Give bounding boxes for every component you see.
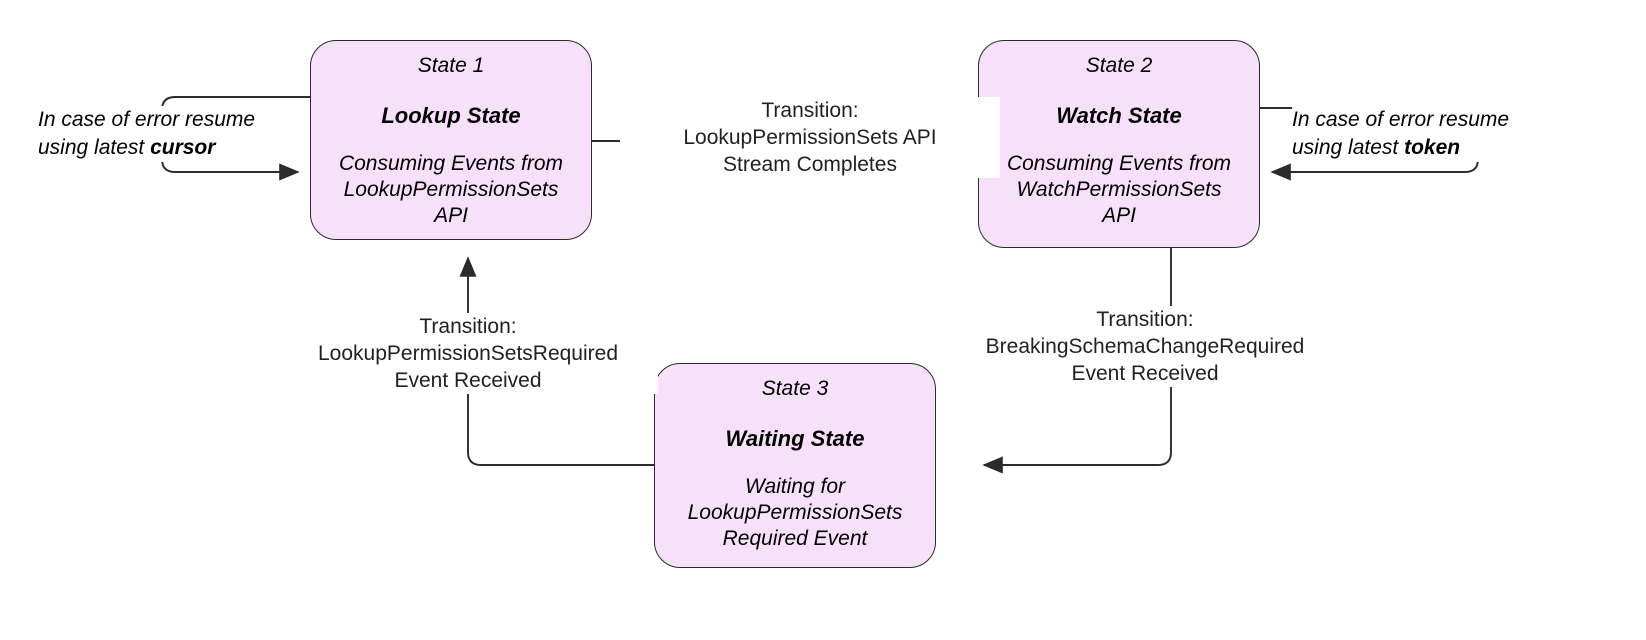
note-token-text: In case of error resume using latest (1292, 108, 1510, 159)
note-cursor-text: In case of error resume using latest (38, 108, 256, 159)
note-token-resume: In case of error resume using latest tok… (1292, 106, 1560, 162)
state-node-lookup[interactable]: State 1 Lookup State Consuming Events fr… (310, 40, 592, 240)
edge-label-lookup-to-watch: Transition: LookupPermissionSets API Str… (620, 97, 1000, 178)
note-token-emphasis: token (1404, 136, 1461, 159)
state-3-title: Waiting State (725, 426, 865, 451)
state-1-description: Consuming Events from LookupPermissionSe… (338, 152, 564, 227)
state-3-description: Waiting for LookupPermissionSets Require… (687, 475, 903, 550)
state-node-watch[interactable]: State 2 Watch State Consuming Events fro… (978, 40, 1260, 248)
state-2-index: State 2 (1085, 54, 1153, 77)
edge-label-watch-to-waiting: Transition: BreakingSchemaChangeRequired… (940, 306, 1350, 387)
note-cursor-resume: In case of error resume using latest cur… (38, 106, 298, 162)
state-2-description: Consuming Events from WatchPermissionSet… (1006, 152, 1232, 227)
edge-waiting-to-lookup (459, 256, 654, 466)
note-cursor-emphasis: cursor (150, 136, 216, 159)
state-1-index: State 1 (417, 54, 485, 77)
state-3-index: State 3 (761, 377, 829, 400)
edge-watch-to-waiting (982, 248, 1172, 474)
state-node-waiting[interactable]: State 3 Waiting State Waiting for Lookup… (654, 363, 936, 568)
state-1-title: Lookup State (381, 103, 521, 128)
state-2-title: Watch State (1056, 103, 1182, 128)
edge-label-waiting-to-lookup: Transition: LookupPermissionSetsRequired… (278, 313, 658, 394)
